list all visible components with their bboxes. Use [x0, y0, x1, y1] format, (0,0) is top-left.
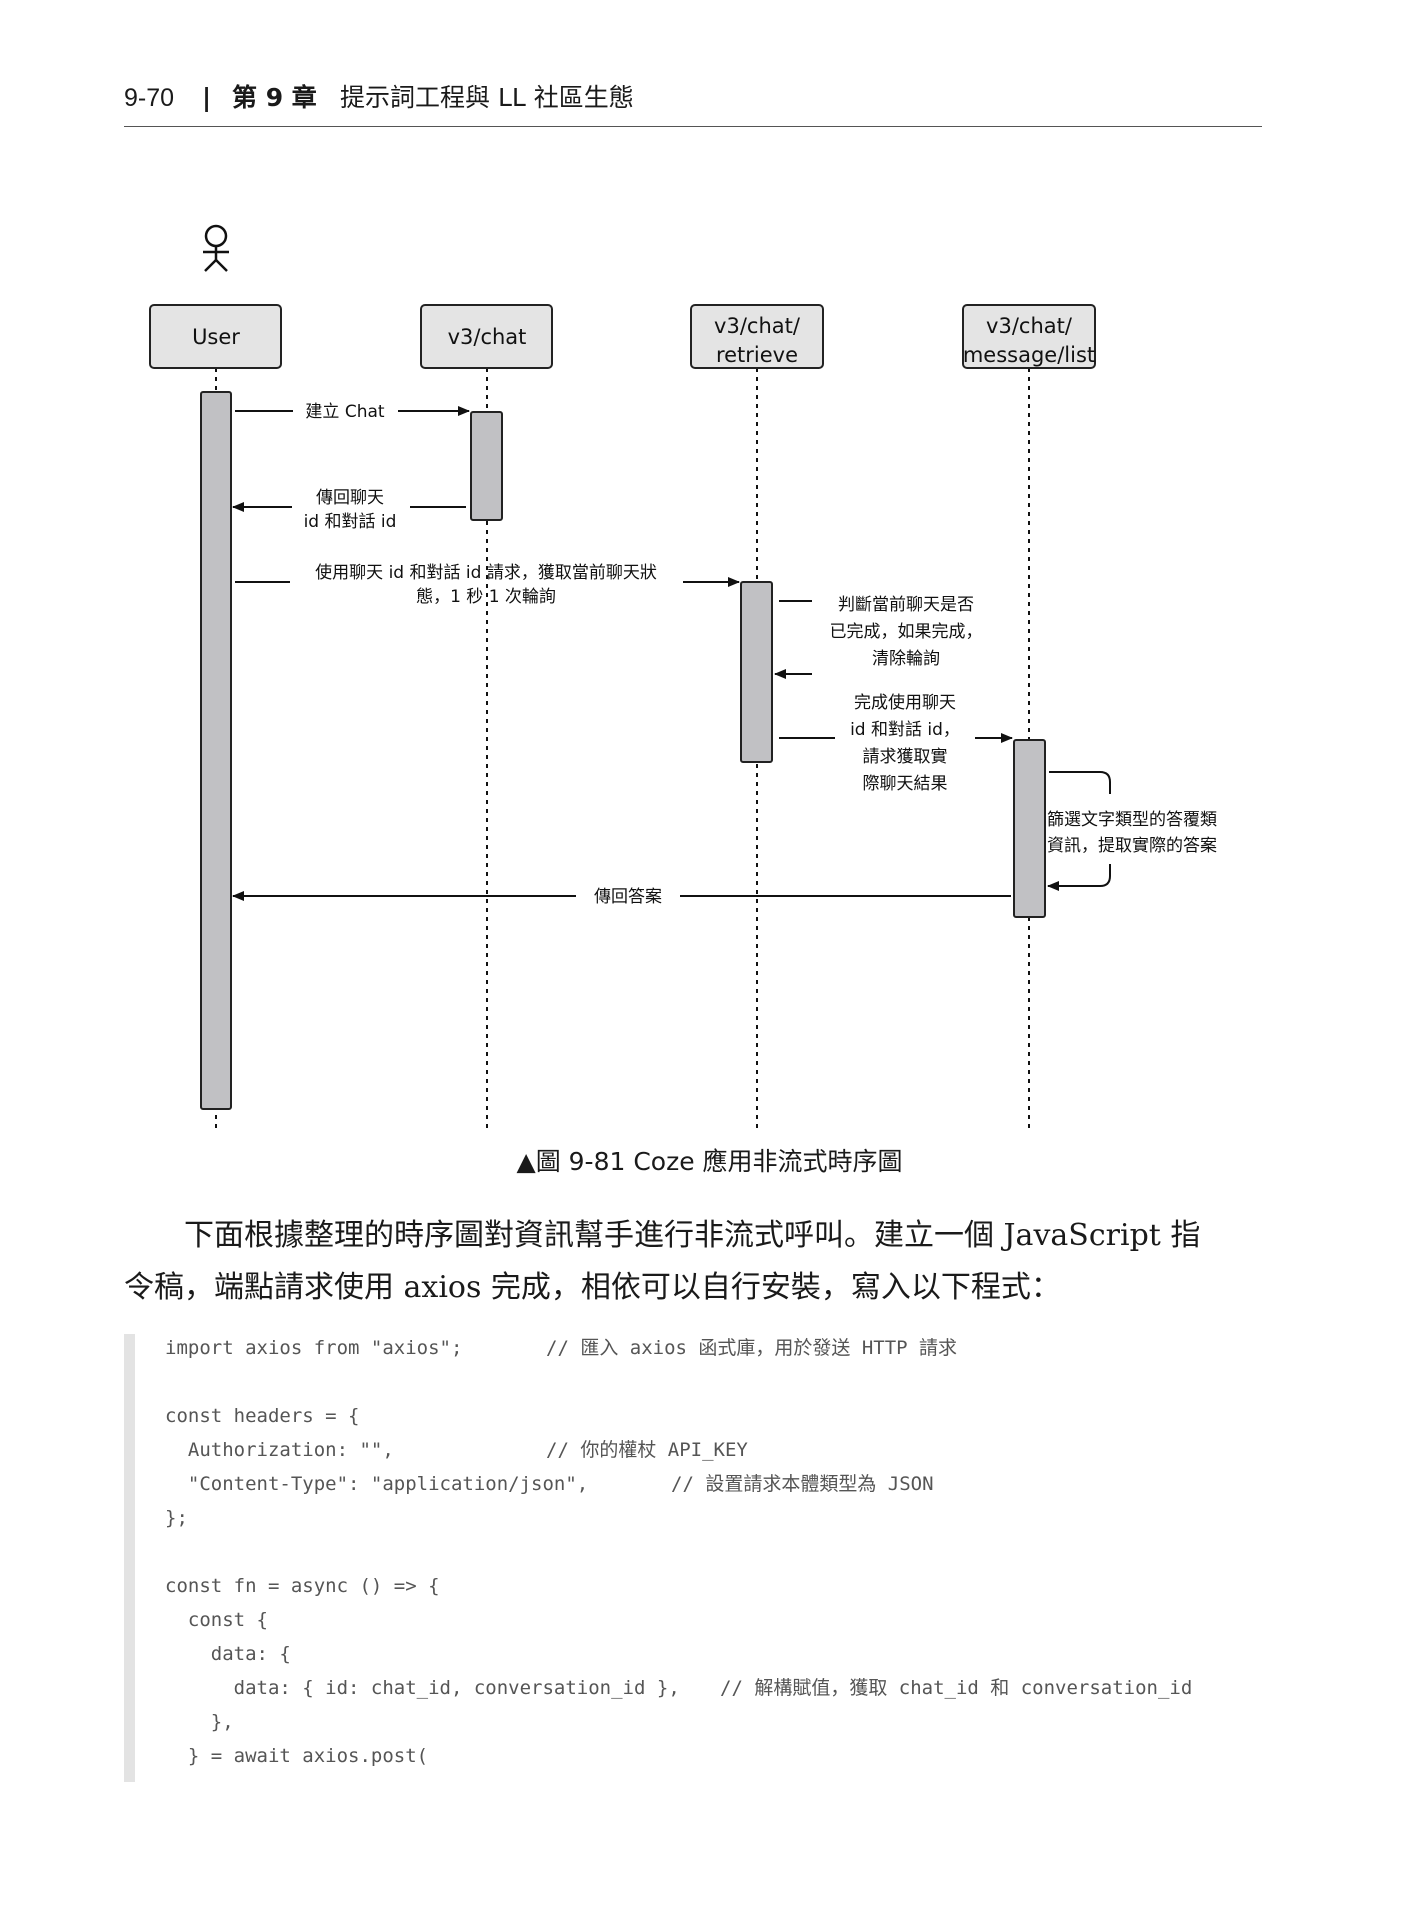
message-request-result-line4: 際聊天結果: [863, 774, 948, 794]
participant-chat-label: v3/chat: [448, 325, 527, 349]
activation-retrieve: [740, 581, 773, 763]
participant-v3-chat-retrieve: v3/chat/ retrieve: [690, 304, 824, 369]
code-line: data: {: [165, 1643, 291, 1665]
activation-user: [200, 391, 232, 1110]
message-return-ids-line1: 傳回聊天: [316, 488, 384, 508]
message-check-status-line1: 判斷當前聊天是否: [838, 595, 974, 615]
message-create-chat-label: 建立 Chat: [305, 402, 384, 422]
participant-retrieve-label-1: v3/chat/: [714, 314, 801, 338]
chapter-title: 提示詞工程與 LL 社區生態: [340, 83, 634, 112]
message-create-chat: 建立 Chat: [235, 402, 470, 422]
code-line: const headers = {: [165, 1405, 360, 1427]
message-poll-request: 使用聊天 id 和對話 id 請求，獲取當前聊天狀 態，1 秒 1 次輪詢: [235, 562, 740, 607]
message-return-answer: 傳回答案: [232, 887, 1011, 907]
activation-chat: [470, 411, 503, 521]
participant-message-list-label-2: message/list: [963, 343, 1095, 367]
message-return-ids-line2: id 和對話 id: [304, 512, 397, 532]
code-line: Authorization: "",: [165, 1439, 394, 1461]
body-paragraph-line-1: 下面根據整理的時序圖對資訊幫手進行非流式呼叫。建立一個 JavaScript 指: [184, 1218, 1201, 1253]
code-comment: // 解構賦值，獲取 chat_id 和 conversation_id: [720, 1677, 1193, 1699]
message-check-status: 判斷當前聊天是否 已完成，如果完成， 清除輪詢: [774, 595, 983, 679]
message-request-result-line1: 完成使用聊天: [854, 692, 956, 713]
message-poll-request-line2: 態，1 秒 1 次輪詢: [416, 587, 556, 607]
actor-icon: [203, 224, 229, 272]
code-line: } = await axios.post(: [165, 1745, 429, 1767]
code-line: },: [165, 1711, 234, 1733]
code-line: data: { id: chat_id, conversation_id },: [165, 1677, 680, 1699]
code-block: import axios from "axios"; const headers…: [124, 1334, 1273, 1782]
message-return-answer-label: 傳回答案: [594, 887, 662, 907]
code-line: const fn = async () => {: [165, 1575, 440, 1597]
code-comment: // 你的權杖 API_KEY: [546, 1439, 748, 1461]
body-paragraph-line-2: 令稿，端點請求使用 axios 完成，相依可以自行安裝，寫入以下程式：: [124, 1270, 1061, 1305]
code-comment: // 設置請求本體類型為 JSON: [671, 1473, 934, 1495]
message-check-status-line3: 清除輪詢: [872, 649, 940, 669]
message-return-ids: 傳回聊天 id 和對話 id: [232, 488, 466, 532]
page-header: 9-70 | 第 9 章 提示詞工程與 LL 社區生態: [124, 80, 1262, 127]
message-check-status-line2: 已完成，如果完成，: [830, 622, 983, 642]
participant-message-list-label-1: v3/chat/: [986, 314, 1073, 338]
header-separator: |: [202, 83, 212, 112]
participant-v3-chat-message-list: v3/chat/ message/list: [962, 304, 1096, 369]
message-filter-answer-line2: 資訊，提取實際的答案: [1047, 836, 1217, 856]
figure-caption: ▲圖 9-81 Coze 應用非流式時序圖: [516, 1147, 903, 1176]
message-request-result-line2: id 和對話 id，: [850, 720, 960, 740]
code-line: import axios from "axios";: [165, 1337, 463, 1359]
page-number: 9-70: [124, 84, 175, 112]
code-comment: // 匯入 axios 函式庫，用於發送 HTTP 請求: [546, 1337, 958, 1359]
message-request-result: 完成使用聊天 id 和對話 id， 請求獲取實 際聊天結果: [779, 692, 1013, 794]
participant-v3-chat: v3/chat: [420, 304, 553, 369]
participant-user: User: [149, 304, 282, 369]
message-filter-answer-line1: 篩選文字類型的答覆類: [1047, 810, 1217, 830]
participant-user-label: User: [192, 325, 240, 349]
code-line: };: [165, 1507, 188, 1529]
message-filter-answer: 篩選文字類型的答覆類 資訊，提取實際的答案: [1047, 771, 1217, 891]
code-line: const {: [165, 1609, 268, 1631]
message-poll-request-line1: 使用聊天 id 和對話 id 請求，獲取當前聊天狀: [315, 562, 657, 583]
sequence-diagram: User v3/chat v3/chat/ retrieve v3/chat/ …: [149, 224, 1217, 1130]
participant-retrieve-label-2: retrieve: [716, 343, 798, 367]
message-request-result-line3: 請求獲取實: [863, 747, 948, 767]
chapter-label: 第 9 章: [232, 83, 317, 112]
code-line: "Content-Type": "application/json",: [165, 1473, 589, 1495]
activation-message-list: [1013, 739, 1046, 918]
